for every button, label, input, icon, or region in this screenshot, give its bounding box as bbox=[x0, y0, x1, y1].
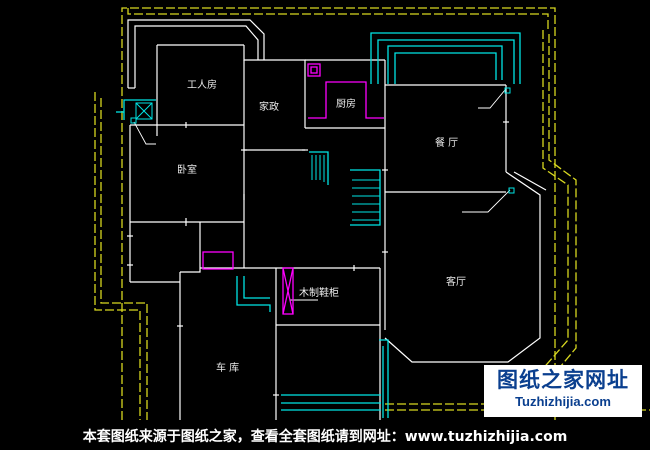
logo-text-en: Tuzhizhijia.com bbox=[515, 394, 611, 409]
garage-label: 车 库 bbox=[216, 363, 240, 374]
fixtures bbox=[202, 63, 384, 315]
leader-markers bbox=[130, 87, 515, 194]
watermark-logo: 图纸之家网址 Tuzhizhijia.com bbox=[484, 365, 642, 417]
living-label: 客厅 bbox=[446, 277, 466, 288]
stairs bbox=[311, 155, 380, 221]
toilet-fixture bbox=[135, 102, 153, 120]
site-boundary bbox=[94, 7, 650, 420]
kitchen-label: 厨房 bbox=[336, 99, 356, 110]
shoe-cabinet-label: 木制鞋柜 bbox=[299, 288, 339, 299]
door-ticks bbox=[127, 121, 509, 396]
windows bbox=[116, 32, 521, 418]
leader-lines bbox=[133, 89, 511, 301]
worker-room-label: 工人房 bbox=[187, 80, 217, 91]
logo-text-cn: 图纸之家网址 bbox=[497, 368, 629, 392]
bedroom-label: 卧室 bbox=[177, 165, 197, 176]
footer-notice: 本套图纸来源于图纸之家，查看全套图纸请到网址：www.tuzhizhijia.c… bbox=[82, 429, 568, 445]
dining-label: 餐 厅 bbox=[435, 138, 459, 149]
laundry-label: 家政 bbox=[259, 102, 279, 113]
